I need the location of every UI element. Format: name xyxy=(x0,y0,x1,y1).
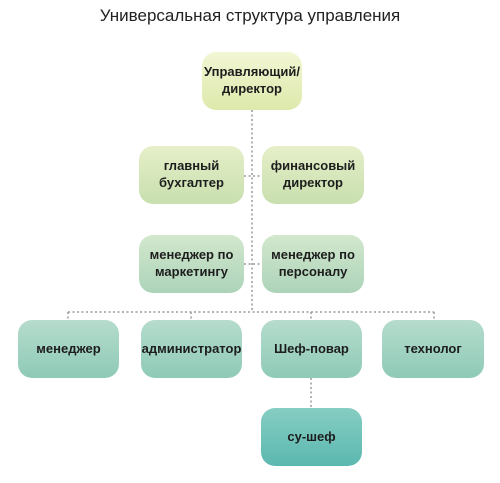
marketing-manager-node: менеджер по маркетингу xyxy=(139,235,244,293)
manager-node: менеджер xyxy=(18,320,119,378)
hr-manager-node: менеджер по персоналу xyxy=(262,235,364,293)
diagram-title: Универсальная структура управления xyxy=(99,6,401,25)
director-node: Управляющий/ директор xyxy=(202,52,302,110)
technologist-node: технолог xyxy=(382,320,484,378)
finance-director-node: финансовый директор xyxy=(262,146,364,204)
administrator-node: администратор xyxy=(141,320,242,378)
chef-node: Шеф-повар xyxy=(261,320,362,378)
sous-chef-node: су-шеф xyxy=(261,408,362,466)
chief-accountant-node: главный бухгалтер xyxy=(139,146,244,204)
